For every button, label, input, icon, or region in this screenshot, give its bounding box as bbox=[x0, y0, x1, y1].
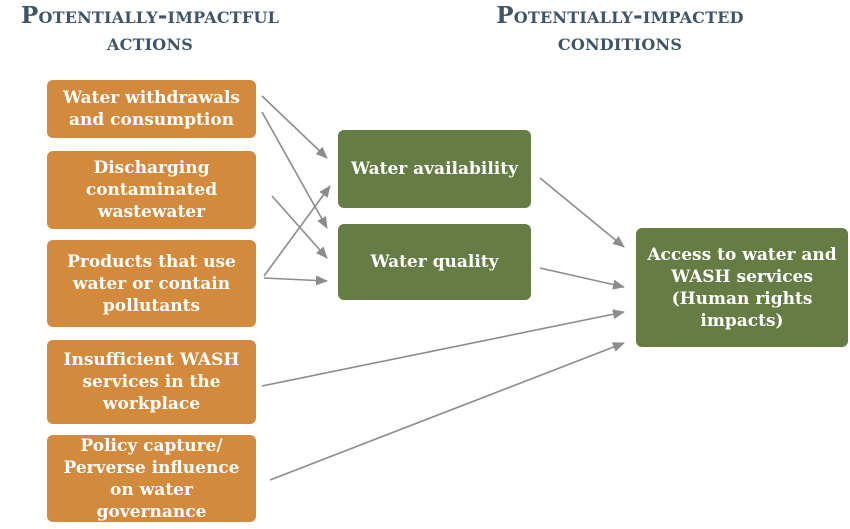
heading-line: Potentially-impactful bbox=[20, 2, 280, 29]
box-text-line: water or contain bbox=[72, 273, 231, 294]
arrow-products-to-availability bbox=[263, 185, 331, 277]
condition-box-water-availability: Water availability bbox=[338, 130, 531, 208]
box-text-line: on water governance bbox=[96, 479, 207, 522]
box-text-line: contaminated bbox=[85, 180, 218, 200]
arrow-products-to-quality bbox=[263, 275, 328, 286]
box-text-line: Water withdrawals bbox=[62, 88, 240, 108]
box-text-line: Insufficient WASH bbox=[63, 350, 240, 370]
box-text-line: Water availability bbox=[350, 159, 518, 179]
action-box-policy-capture: Policy capture/ Perverse influence on wa… bbox=[47, 435, 256, 522]
box-text-line: Water quality bbox=[370, 252, 499, 272]
box-text-line: Policy capture/ bbox=[80, 435, 223, 456]
box-text-line: impacts) bbox=[700, 310, 784, 331]
heading-line: actions bbox=[106, 29, 194, 56]
box-text-line: Products that use bbox=[67, 251, 236, 272]
box-text-line: (Human rights bbox=[671, 288, 813, 309]
heading-line: conditions bbox=[557, 29, 683, 56]
action-box-products: Products that use water or contain pollu… bbox=[47, 240, 256, 327]
heading-potentially-impacted-conditions: Potentially-impacted conditions bbox=[440, 2, 800, 56]
arrow-wash-to-outcome bbox=[261, 309, 625, 387]
arrow-availability-to-outcome bbox=[539, 177, 625, 248]
arrow-withdrawals-to-quality bbox=[261, 111, 328, 229]
box-text-line: Discharging bbox=[93, 158, 210, 178]
box-text-line: and consumption bbox=[68, 110, 235, 130]
box-text-line: workplace bbox=[102, 394, 201, 414]
arrow-policy-to-outcome bbox=[269, 342, 625, 481]
box-text-line: Perverse influence bbox=[63, 457, 240, 478]
arrow-quality-to-outcome bbox=[539, 267, 625, 290]
action-box-water-withdrawals: Water withdrawals and consumption bbox=[47, 80, 256, 138]
box-text-line: WASH services bbox=[671, 266, 813, 287]
heading-line: Potentially-impacted bbox=[496, 2, 744, 29]
action-box-discharging-wastewater: Discharging contaminated wastewater bbox=[47, 151, 256, 229]
box-text-line: services in the bbox=[82, 372, 221, 392]
heading-potentially-impactful-actions: Potentially-impactful actions bbox=[0, 2, 300, 56]
outcome-box-access-to-water: Access to water and WASH services (Human… bbox=[636, 228, 848, 347]
box-text-line: Access to water and bbox=[647, 244, 837, 265]
box-text-line: wastewater bbox=[97, 202, 206, 222]
condition-box-water-quality: Water quality bbox=[338, 224, 531, 300]
arrow-withdrawals-to-availability bbox=[261, 95, 328, 159]
box-text-line: pollutants bbox=[102, 295, 201, 316]
action-box-insufficient-wash: Insufficient WASH services in the workpl… bbox=[47, 340, 256, 424]
